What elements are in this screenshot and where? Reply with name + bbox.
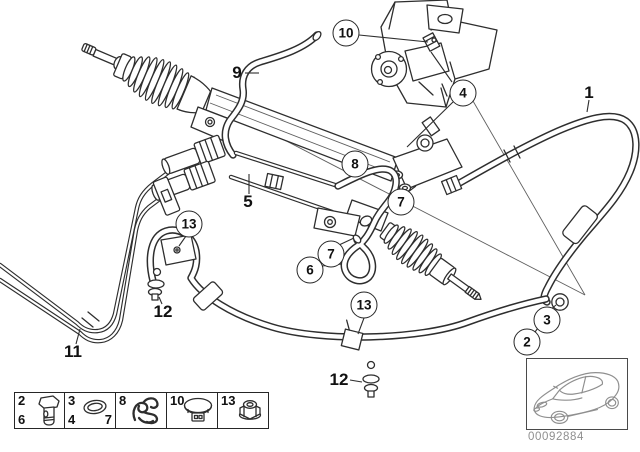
vibration-damper-right [362,360,380,398]
legend-cell-banjo-bolt[interactable]: 2 6 [14,392,65,429]
callout-label-12-5[interactable]: 12 [329,370,349,389]
callout-label-11-3[interactable]: 11 [64,342,82,361]
callout-circle-13-6[interactable]: 13 [175,210,203,238]
legend-cell-flange-nut[interactable]: 13 [218,392,269,429]
callout-circle-10-0[interactable]: 10 [332,19,360,47]
spring-clip-icon [132,397,159,425]
callout-label-1-1[interactable]: 1 [584,83,594,102]
callout-label-9-0[interactable]: 9 [232,63,242,82]
hose-clamp-icon [183,397,213,422]
callout-circle-7-3[interactable]: 7 [387,188,415,216]
steering-rack-right-boot [379,222,482,300]
callout-circle-13-7[interactable]: 13 [350,291,378,319]
legend-cell-seal-ring[interactable]: 3 4 7 [65,392,116,429]
legend-num: 8 [119,393,127,408]
flange-nut-icon [238,400,262,420]
legend-num: 2 [18,393,26,408]
pressure-hose [440,112,640,311]
return-pipe [228,150,341,215]
vibration-damper-left [147,267,165,301]
legend-num: 3 [68,393,76,408]
legend-num: 4 [68,412,76,427]
fluid-pipes [0,134,226,344]
callout-circle-2-9[interactable]: 2 [513,328,541,356]
banjo-bolt-icon [38,395,60,426]
callout-label-12-4[interactable]: 12 [153,302,173,321]
callout-circle-7-4[interactable]: 7 [317,240,345,268]
cooler-return-hose [146,226,550,398]
legend-cell-hose-clamp[interactable]: 10 [167,392,218,429]
suction-hose-loop [334,165,400,285]
legend-num: 13 [221,393,236,408]
callout-circle-3-8[interactable]: 3 [533,306,561,334]
callout-circle-4-1[interactable]: 4 [449,79,477,107]
hose-clip [340,319,364,351]
legend-num: 6 [18,412,26,427]
seal-ring-icon [83,399,107,415]
diagram-id: 00092884 [528,431,584,443]
reservoir-suction-hose [221,30,322,159]
legend-strip: 2 6 3 4 7 8 [14,392,269,429]
power-steering-pump [370,0,498,108]
car-outline-icon [533,372,620,424]
legend-num: 7 [104,412,112,427]
legend-num: 10 [170,393,185,408]
callout-label-5-2[interactable]: 5 [243,192,253,211]
car-thumbnail [526,358,628,430]
legend-cell-spring-clip[interactable]: 8 [116,392,167,429]
callout-circle-6-5[interactable]: 6 [296,256,324,284]
callout-circle-8-2[interactable]: 8 [341,150,369,178]
